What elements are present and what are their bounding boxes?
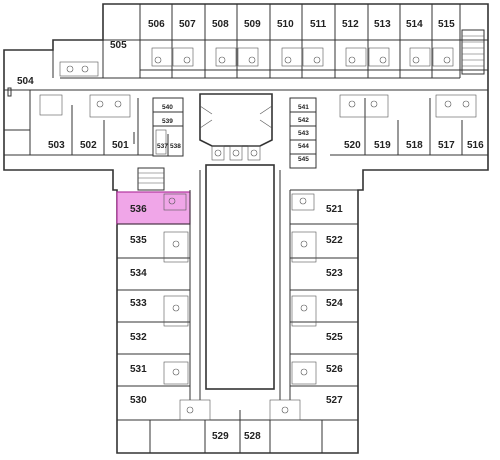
- room-538-label[interactable]: 538: [170, 143, 181, 150]
- room-516-label[interactable]: 516: [467, 140, 484, 151]
- room-519-label[interactable]: 519: [374, 140, 391, 151]
- room-510-label[interactable]: 510: [277, 19, 294, 30]
- room-503-label[interactable]: 503: [48, 140, 65, 151]
- room-529-label[interactable]: 529: [212, 431, 229, 442]
- east-service-rooms: [289, 97, 317, 169]
- room-512-label[interactable]: 512: [342, 19, 359, 30]
- room-labels: 506 507 508 509 510 511 512 513 514 515 …: [17, 19, 484, 442]
- west-room-walls: [117, 223, 245, 421]
- room-535-label[interactable]: 535: [130, 235, 147, 246]
- north-room-walls: [139, 4, 461, 78]
- west-service-rooms: [152, 97, 184, 157]
- room-502-label[interactable]: 502: [80, 140, 97, 151]
- room-531-label[interactable]: 531: [130, 364, 147, 375]
- room-540-label[interactable]: 540: [162, 104, 173, 111]
- room-534-label[interactable]: 534: [130, 268, 147, 279]
- room-517-label[interactable]: 517: [438, 140, 455, 151]
- building-outline: [3, 3, 489, 454]
- atrium: [205, 164, 275, 390]
- room-513-label[interactable]: 513: [374, 19, 391, 30]
- room-532-label[interactable]: 532: [130, 332, 147, 343]
- room-515-label[interactable]: 515: [438, 19, 455, 30]
- room-544-label[interactable]: 544: [298, 143, 309, 150]
- room-521-label[interactable]: 521: [326, 204, 343, 215]
- room-523-label[interactable]: 523: [326, 268, 343, 279]
- room-539-label[interactable]: 539: [162, 118, 173, 125]
- room-527-label[interactable]: 527: [326, 395, 343, 406]
- east-bathrooms: [269, 193, 317, 421]
- room-541-label[interactable]: 541: [298, 104, 309, 111]
- room-537-label[interactable]: 537: [157, 143, 168, 150]
- room-536-label[interactable]: 536: [130, 204, 147, 215]
- room-528-label[interactable]: 528: [244, 431, 261, 442]
- room-518-label[interactable]: 518: [406, 140, 423, 151]
- room-520-label[interactable]: 520: [344, 140, 361, 151]
- room-506-label[interactable]: 506: [148, 19, 165, 30]
- room-522-label[interactable]: 522: [326, 235, 343, 246]
- room-509-label[interactable]: 509: [244, 19, 261, 30]
- room-524-label[interactable]: 524: [326, 298, 343, 309]
- room-505-label[interactable]: 505: [110, 40, 127, 51]
- east-room-walls: [245, 189, 358, 421]
- room-525-label[interactable]: 525: [326, 332, 343, 343]
- ne-stair: [461, 29, 485, 75]
- west-bathrooms: [163, 231, 211, 421]
- room-504-label[interactable]: 504: [17, 76, 34, 87]
- room-543-label[interactable]: 543: [298, 130, 309, 137]
- room-508-label[interactable]: 508: [212, 19, 229, 30]
- room-507-label[interactable]: 507: [179, 19, 196, 30]
- room-545-label[interactable]: 545: [298, 156, 309, 163]
- room-536-highlight[interactable]: [116, 191, 191, 225]
- room-501-label[interactable]: 501: [112, 140, 129, 151]
- room-542-label[interactable]: 542: [298, 117, 309, 124]
- atrium-top: [199, 93, 273, 161]
- north-bathrooms: [151, 47, 454, 67]
- room-526-label[interactable]: 526: [326, 364, 343, 375]
- room-511-label[interactable]: 511: [310, 19, 327, 30]
- room-533-label[interactable]: 533: [130, 298, 147, 309]
- room-530-label[interactable]: 530: [130, 395, 147, 406]
- room-514-label[interactable]: 514: [406, 19, 423, 30]
- west-stair: [137, 167, 165, 191]
